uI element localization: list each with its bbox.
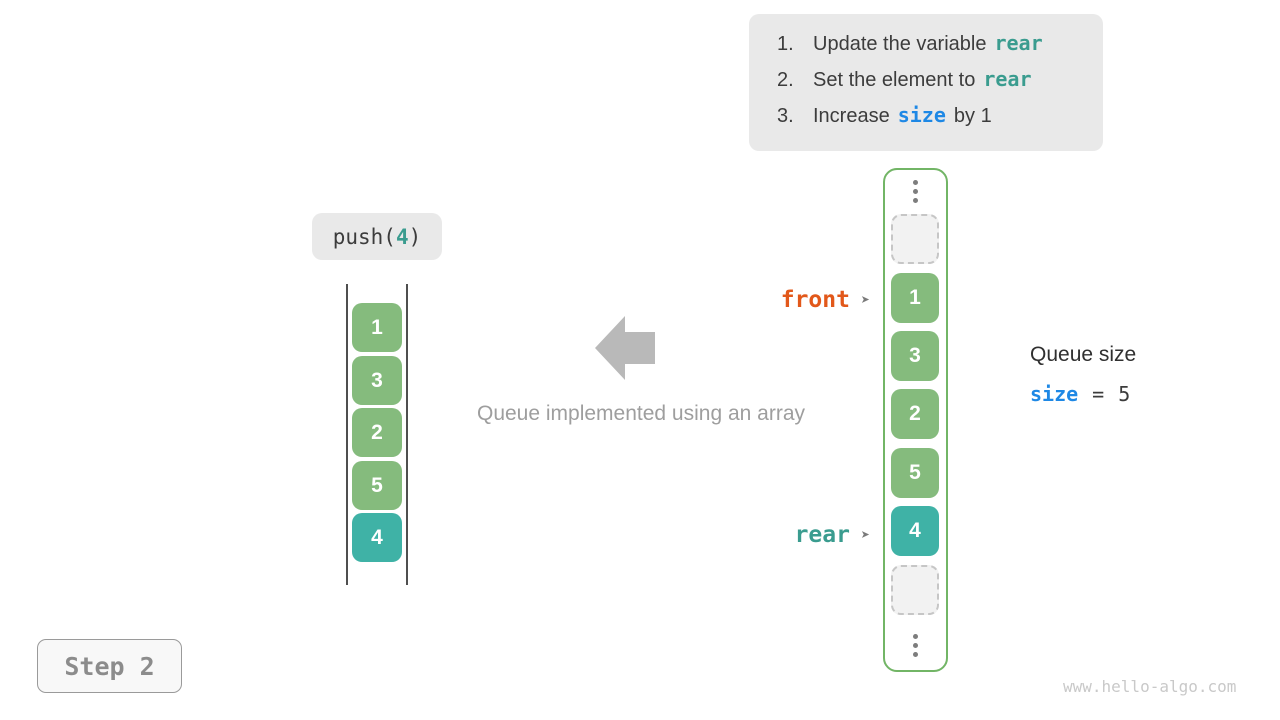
array-cell: 5	[891, 448, 939, 498]
size-value: 5	[1118, 382, 1131, 406]
queue-size-title: Queue size	[1030, 343, 1137, 366]
step-number: 2.	[777, 69, 794, 91]
queue-cell: 3	[352, 356, 402, 405]
queue-cell: 2	[352, 408, 402, 457]
rear-pointer-label: rear	[794, 522, 850, 548]
queue-cell: 1	[352, 303, 402, 352]
step-badge: Step 2	[37, 639, 182, 693]
equals-sign: =	[1092, 382, 1105, 406]
empty-slot	[891, 565, 939, 615]
instruction-step-2: 2. Set the element to rear	[777, 67, 1103, 103]
push-argument: 4	[395, 224, 409, 249]
size-variable: size	[1030, 382, 1079, 406]
push-operation-label: push(4)	[312, 213, 442, 260]
array-cell: 2	[891, 389, 939, 439]
array-cell: 1	[891, 273, 939, 323]
step-code-rear: rear	[983, 67, 1032, 91]
left-block-arrow-icon	[595, 316, 655, 380]
front-pointer-label: front	[780, 287, 850, 313]
push-prefix: push(	[332, 224, 396, 249]
step-number: 3.	[777, 105, 794, 127]
array-queue: 1 3 2 5 4	[883, 168, 948, 672]
step-text-post: by 1	[953, 105, 992, 127]
instruction-box: 1. Update the variable rear 2. Set the e…	[749, 14, 1103, 151]
array-cell: 3	[891, 331, 939, 381]
step-text: Set the element to	[813, 69, 976, 91]
abstract-queue: 1 3 2 5 4	[346, 284, 408, 585]
figure-caption: Queue implemented using an array	[476, 402, 806, 425]
queue-size-annotation: Queue size size = 5	[1030, 343, 1136, 406]
watermark: www.hello-algo.com	[1063, 677, 1237, 696]
ellipsis-bottom-icon	[885, 634, 946, 657]
pointer-arrow-icon: ➤	[860, 526, 870, 544]
queue-size-value-line: size = 5	[1030, 382, 1136, 406]
ellipsis-top-icon	[885, 180, 946, 203]
push-suffix: )	[408, 224, 422, 249]
instruction-step-3: 3. Increase size by 1	[777, 103, 1103, 139]
step-number: 1.	[777, 33, 794, 55]
step-text: Update the variable	[813, 33, 987, 55]
pointer-arrow-icon: ➤	[860, 291, 870, 309]
rear-pointer: rear ➤	[795, 520, 870, 550]
front-pointer: front ➤	[781, 285, 870, 315]
step-text: Increase	[813, 105, 890, 127]
empty-slot	[891, 214, 939, 264]
instruction-step-1: 1. Update the variable rear	[777, 31, 1103, 67]
queue-cell-new: 4	[352, 513, 402, 562]
array-cell-new: 4	[891, 506, 939, 556]
step-code-size: size	[897, 103, 946, 127]
queue-cell: 5	[352, 461, 402, 510]
step-code-rear: rear	[994, 31, 1043, 55]
